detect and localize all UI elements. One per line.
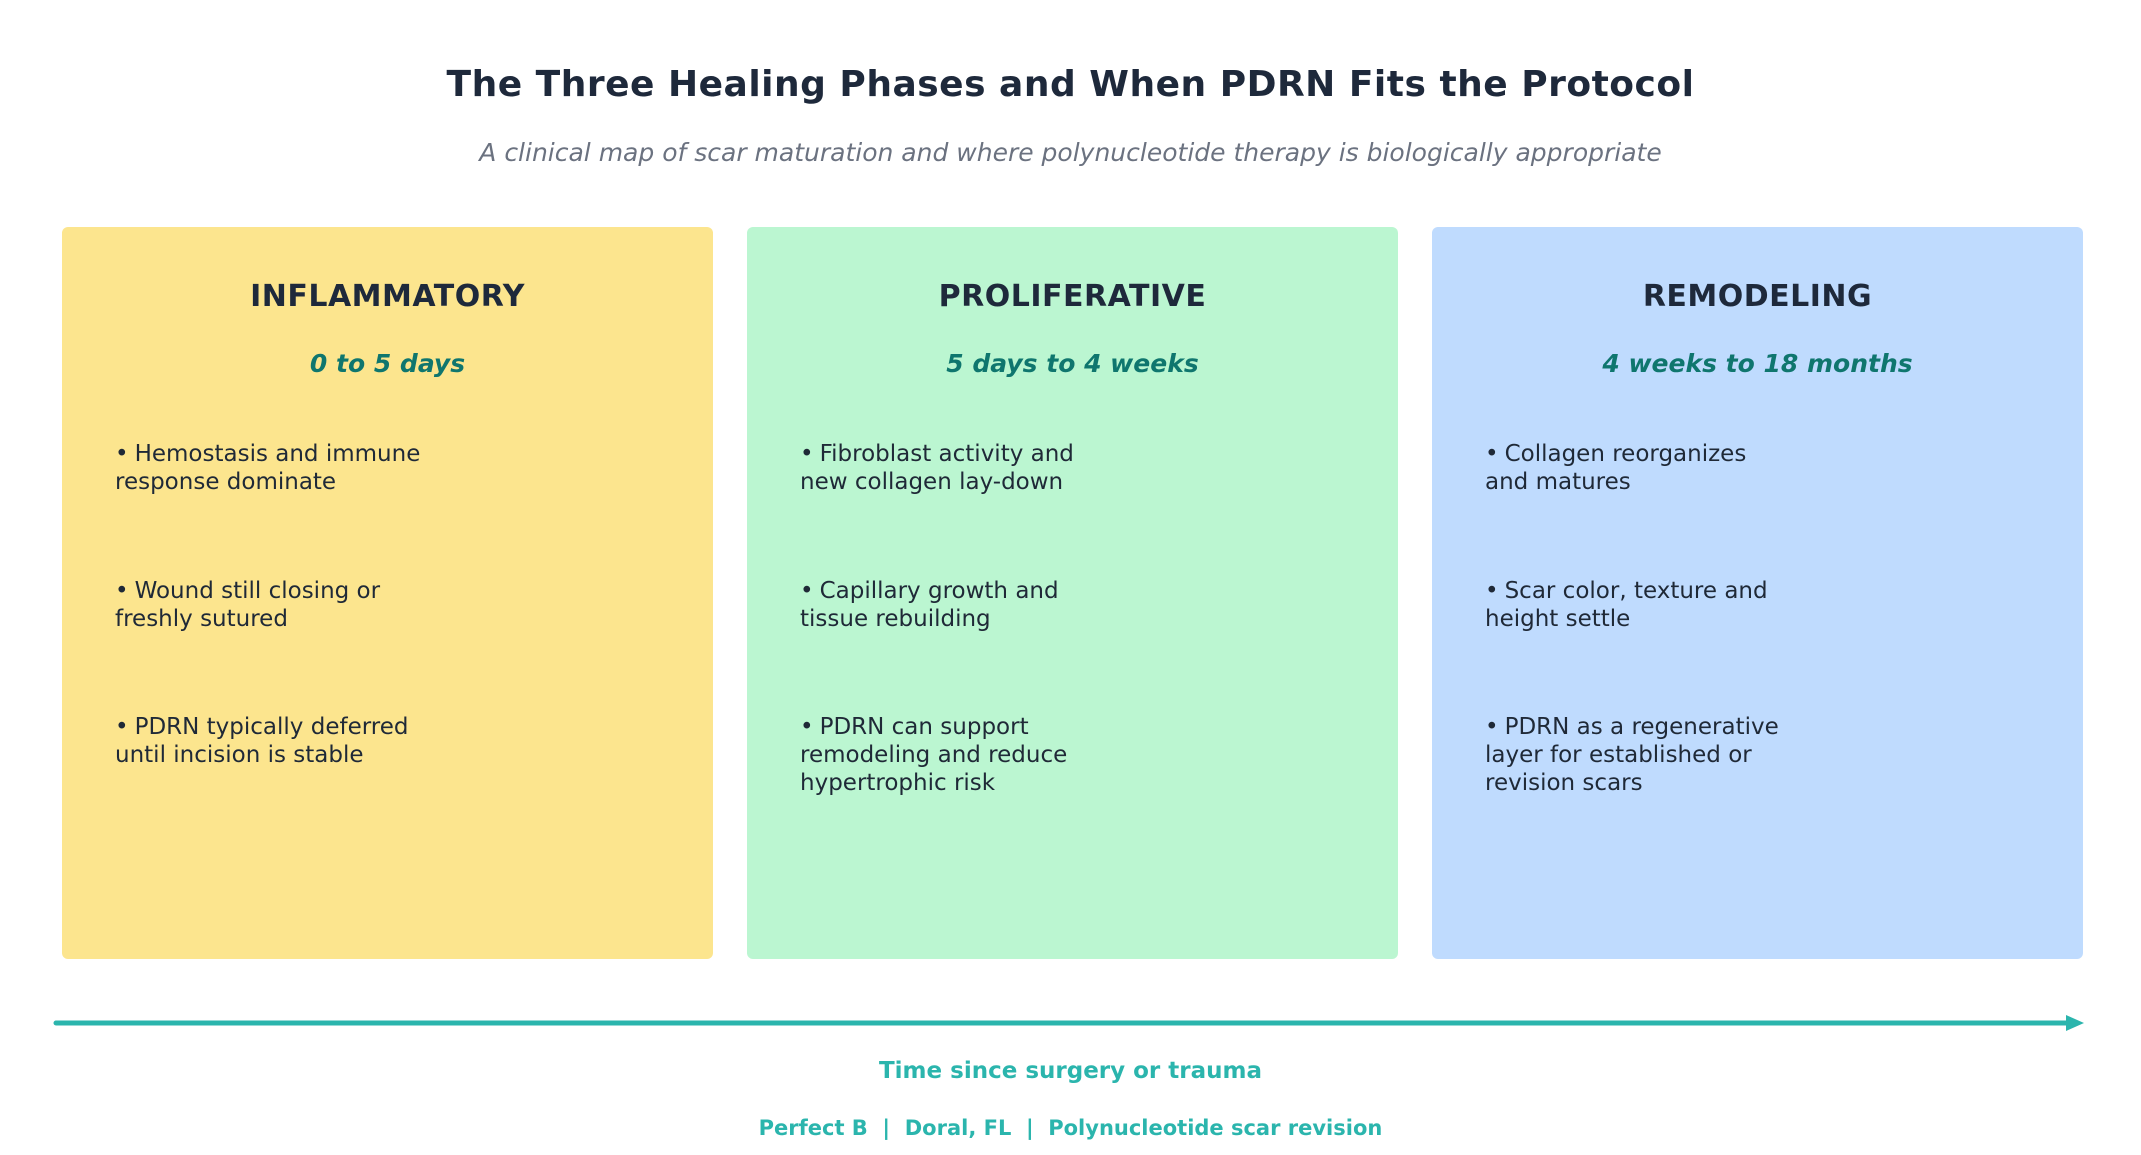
bullet-line: •Fibroblast activity and: [800, 440, 1180, 468]
phase-title: REMODELING: [1642, 279, 1873, 314]
bullet-line: •Collagen reorganizes: [1485, 440, 1865, 468]
bullet-line: tissue rebuilding: [800, 606, 991, 632]
bullet-text: Collagen reorganizes: [1504, 441, 1747, 467]
bullet-dot: •: [800, 714, 814, 740]
bullet-text: PDRN as a regenerative: [1504, 714, 1779, 740]
phase-duration: 4 weeks to 18 months: [1602, 349, 1913, 378]
bullet-line: freshly sutured: [115, 606, 288, 632]
phase-bullet: •Scar color, texture and height settle: [1485, 577, 1865, 633]
phase-panel-proliferative: PROLIFERATIVE 5 days to 4 weeks •Fibrobl…: [747, 227, 1398, 959]
bullet-line: •Hemostasis and immune: [115, 440, 495, 468]
phase-bullet: •Wound still closing or freshly sutured: [115, 577, 495, 633]
arrowhead-icon: [2066, 1015, 2084, 1031]
bullet-dot: •: [1485, 441, 1499, 467]
bullet-line: •PDRN typically deferred: [115, 713, 495, 741]
bullet-line: •PDRN as a regenerative: [1485, 713, 1865, 741]
axis-label: Time since surgery or trauma: [878, 1058, 1262, 1084]
bullet-line: •Scar color, texture and: [1485, 577, 1865, 605]
bullet-dot: •: [115, 441, 129, 467]
page-subtitle: A clinical map of scar maturation and wh…: [479, 138, 1662, 167]
bullet-text: Wound still closing or: [134, 578, 381, 604]
bullet-line: •Capillary growth and: [800, 577, 1180, 605]
bullet-line: layer for established or: [1485, 742, 1752, 768]
bullet-dot: •: [800, 441, 814, 467]
phase-bullet: •Collagen reorganizes and matures: [1485, 440, 1865, 496]
bullet-line: and matures: [1485, 469, 1631, 495]
bullet-line: response dominate: [115, 469, 337, 495]
phase-panel-remodeling: REMODELING 4 weeks to 18 months •Collage…: [1432, 227, 2083, 959]
bullet-text: PDRN can support: [819, 714, 1029, 740]
bullet-text: PDRN typically deferred: [134, 714, 409, 740]
bullet-dot: •: [115, 714, 129, 740]
footer-credit: Perfect B | Doral, FL | Polynucleotide s…: [758, 1116, 1383, 1140]
page-title: The Three Healing Phases and When PDRN F…: [446, 64, 1695, 105]
bullet-line: •Wound still closing or: [115, 577, 495, 605]
bullet-dot: •: [115, 578, 129, 604]
timeline-arrow: [53, 1015, 2084, 1031]
phase-title: INFLAMMATORY: [250, 279, 525, 314]
bullet-line: •PDRN can support: [800, 713, 1180, 741]
bullet-line: height settle: [1485, 606, 1631, 632]
phase-panel-inflammatory: INFLAMMATORY 0 to 5 days •Hemostasis and…: [62, 227, 713, 959]
bullet-line: revision scars: [1485, 770, 1643, 796]
bullet-line: new collagen lay-down: [800, 469, 1064, 495]
bullet-dot: •: [1485, 714, 1499, 740]
phase-bullet: •PDRN as a regenerative layer for establ…: [1485, 713, 1865, 797]
bullet-text: Hemostasis and immune: [134, 441, 421, 467]
bullet-line: remodeling and reduce: [800, 742, 1068, 768]
phase-bullet: •Capillary growth and tissue rebuilding: [800, 577, 1180, 633]
bullet-dot: •: [1485, 578, 1499, 604]
phase-title: PROLIFERATIVE: [938, 279, 1207, 314]
phase-duration: 5 days to 4 weeks: [946, 349, 1199, 378]
phase-bullet: •Hemostasis and immune response dominate: [115, 440, 495, 496]
bullet-line: hypertrophic risk: [800, 770, 996, 796]
phase-bullet: •PDRN typically deferred until incision …: [115, 713, 495, 769]
bullet-text: Scar color, texture and: [1504, 578, 1768, 604]
bullet-text: Fibroblast activity and: [819, 441, 1074, 467]
bullet-text: Capillary growth and: [819, 578, 1059, 604]
bullet-dot: •: [800, 578, 814, 604]
phase-duration: 0 to 5 days: [309, 349, 466, 378]
bullet-line: until incision is stable: [115, 742, 364, 768]
phase-bullet: •Fibroblast activity and new collagen la…: [800, 440, 1180, 496]
phase-bullet: •PDRN can support remodeling and reduce …: [800, 713, 1180, 797]
